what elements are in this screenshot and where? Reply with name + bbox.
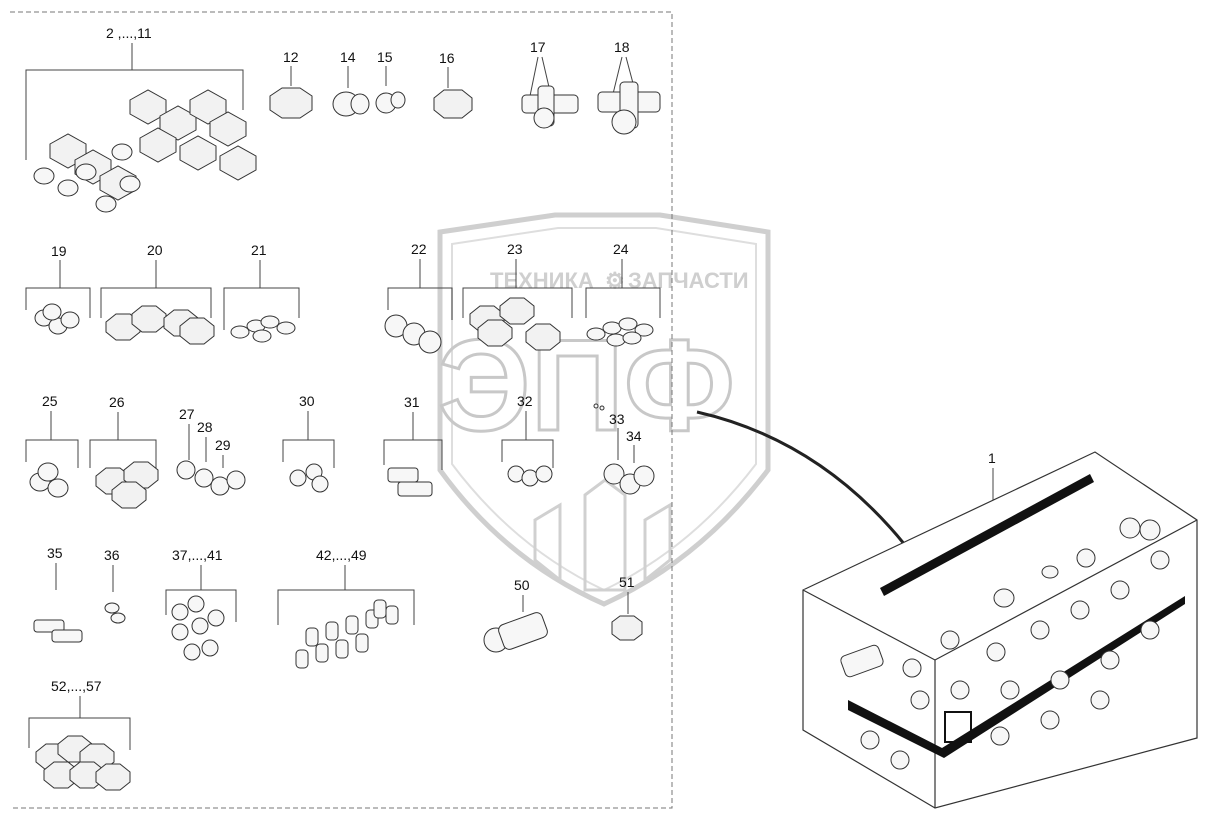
label-34: 34 <box>626 428 642 444</box>
label-30: 30 <box>299 393 315 409</box>
connector-curve <box>696 410 907 546</box>
kit-box <box>802 451 1198 809</box>
parts-2-11 <box>33 89 257 213</box>
parts-area-frame <box>10 11 673 809</box>
label-28: 28 <box>197 419 213 435</box>
label-20: 20 <box>147 242 163 258</box>
label-16: 16 <box>439 50 455 66</box>
label-18: 18 <box>614 39 630 55</box>
label-32: 32 <box>517 393 533 409</box>
label-12: 12 <box>283 49 299 65</box>
parts-12-18 <box>269 81 661 135</box>
label-21: 21 <box>251 242 267 258</box>
label-22: 22 <box>411 241 427 257</box>
label-27: 27 <box>179 406 195 422</box>
label-23: 23 <box>507 241 523 257</box>
label-19: 19 <box>51 243 67 259</box>
box-contents <box>840 517 1170 770</box>
label-51: 51 <box>619 574 635 590</box>
watermark-text-left: ТЕХНИКА <box>490 268 594 293</box>
label-1: 1 <box>988 450 996 466</box>
label-17: 17 <box>530 39 546 55</box>
callout-labels: 2 ,...,11 12 14 15 16 17 18 19 20 21 22 … <box>42 25 996 694</box>
box-clip <box>944 711 972 743</box>
label-15: 15 <box>377 49 393 65</box>
label-36: 36 <box>104 547 120 563</box>
label-29: 29 <box>215 437 231 453</box>
watermark-text-right: ЗАПЧАСТИ <box>628 268 749 293</box>
watermark-gear-icon: ⚙ <box>605 268 625 293</box>
label-14: 14 <box>340 49 356 65</box>
parts-42-49-caps <box>295 599 399 669</box>
label-2-11: 2 ,...,11 <box>106 25 152 41</box>
label-33: 33 <box>609 411 625 427</box>
label-42-49: 42,...,49 <box>316 547 367 563</box>
label-37-41: 37,...,41 <box>172 547 223 563</box>
label-50: 50 <box>514 577 530 593</box>
box-band-top <box>880 474 1094 596</box>
label-52-57: 52,...,57 <box>51 678 102 694</box>
label-24: 24 <box>613 241 629 257</box>
label-26: 26 <box>109 394 125 410</box>
label-31: 31 <box>404 394 420 410</box>
parts-35-51 <box>33 595 643 669</box>
parts-19-24 <box>34 297 654 354</box>
label-35: 35 <box>47 545 63 561</box>
label-25: 25 <box>42 393 58 409</box>
parts-52-57 <box>35 735 131 791</box>
parts-25-34 <box>29 403 655 509</box>
